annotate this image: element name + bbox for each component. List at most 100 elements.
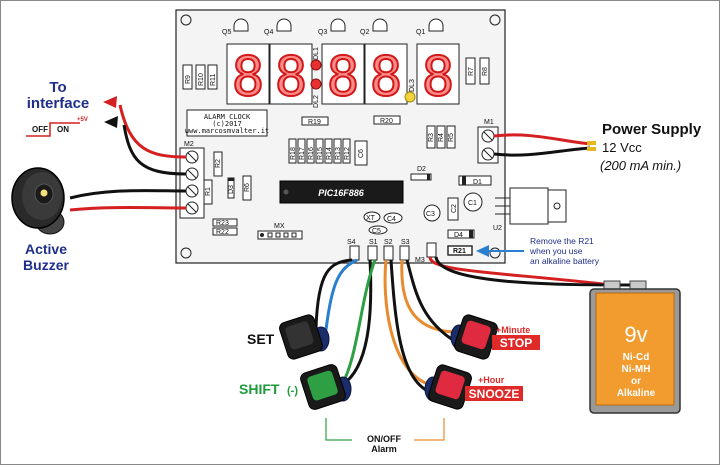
resistor-r10: R10 [195,64,206,90]
button-set[interactable]: SET [247,313,330,360]
svg-text:R10: R10 [198,73,205,86]
svg-text:R3: R3 [428,133,435,142]
power-tip-1 [587,141,596,145]
svg-text:MX: MX [274,223,285,230]
note-line-3: an alkaline battery [530,256,600,266]
button-stop[interactable]: +Minute STOP [450,313,540,360]
arrow-interface-red [103,96,117,108]
svg-text:R19: R19 [308,119,321,126]
minute-label: +Minute [496,325,530,335]
transistor-q1: Q1 [416,18,444,36]
svg-text:R23: R23 [216,220,229,227]
svg-text:R6: R6 [244,183,251,192]
mount-hole-tl [180,14,192,26]
resistor-r2: R2 [213,151,223,177]
power-title: Power Supply [602,121,702,138]
battery-voltage: 9v [624,322,647,347]
button-snooze[interactable]: +Hour SNOOZE [424,363,523,410]
header-mx: MX [257,223,303,240]
svg-text:D2: D2 [417,166,426,173]
diode-d2: D2 [410,166,432,181]
wire-snooze-black [389,259,431,394]
transistor-q4: Q4 [264,18,292,36]
wire-set-blue [324,258,358,331]
svg-text:D3: D3 [228,185,235,194]
svg-text:R13: R13 [335,147,342,160]
wire-buzzer-black [69,189,187,200]
svg-text:R4: R4 [438,133,445,142]
mount-hole-tr [489,14,501,26]
resistor-row: R18 R17 R16 R15 R14 R13 R12 [288,138,351,164]
dl2-label: DL2 [313,95,320,108]
set-label: SET [247,331,275,347]
dl3-label: DL3 [409,79,416,92]
svg-text:R7: R7 [468,67,475,76]
svg-text:R8: R8 [482,67,489,76]
arrow-interface-black [104,116,118,128]
resistor-r11: R11 [207,64,218,90]
seven-segment-display-4: 8 [364,43,408,109]
button-shift[interactable]: SHIFT (-) [239,363,352,411]
transistor-q2: Q2 [360,18,388,36]
svg-text:R18: R18 [290,147,297,160]
regulator-u2: U2 [493,187,567,232]
svg-text:S3: S3 [401,239,410,246]
svg-text:M2: M2 [184,141,194,148]
led-dl3 [404,91,416,103]
resistor-r8: R8 [479,57,490,85]
onoff-label-2: Alarm [371,444,397,454]
buzzer-label-1: Active [25,241,67,257]
diode-d4: D4 [447,229,475,239]
capacitor-c4: C4 [383,212,403,224]
q2-label: Q2 [360,29,369,36]
interface-label: To interface [27,79,90,112]
svg-text:R12: R12 [344,147,351,160]
crystal-xt: XT [363,211,381,223]
wires [69,96,641,394]
svg-text:D1: D1 [473,179,482,186]
capacitor-c6: C6 [354,140,368,166]
q5-label: Q5 [222,29,231,36]
diode-d3: D3 [227,177,235,199]
connector-s3: S3 [399,239,410,261]
terminal-m1: M1 [477,119,499,164]
switch-signal-line [26,122,80,137]
buzzer-label-2: Buzzer [23,257,69,273]
snooze-tag-bg [465,386,523,401]
battery-line-2: Ni-MH [622,364,651,375]
svg-text:C6: C6 [358,149,365,158]
led-dl1 [310,59,322,71]
active-buzzer: Active Buzzer [11,167,69,273]
svg-text:S4: S4 [347,239,356,246]
power-tip-2 [587,147,596,151]
wire-stop-black [405,259,457,344]
led-dl2 [310,78,322,90]
resistor-r22: R22 [212,227,238,236]
resistor-r20: R20 [373,115,401,125]
shift-label: SHIFT [239,381,280,397]
onoff-label-1: ON/OFF [367,434,401,444]
snooze-label: SNOOZE [469,387,520,401]
battery-line-4: Alkaline [617,388,656,399]
mount-hole-bl [180,247,192,259]
svg-text:S2: S2 [384,239,393,246]
interface-label-text: interface [27,95,90,112]
q1-label: Q1 [416,29,425,36]
to-label: To [49,79,66,96]
svg-text:XT: XT [366,215,376,222]
q3-label: Q3 [318,29,327,36]
note-arrow-head [476,245,489,257]
resistor-r3: R3 [426,125,436,149]
diode-d1: D1 [458,175,492,186]
transistor-q3: Q3 [318,18,346,36]
battery-9v: 9v Ni-Cd Ni-MH or Alkaline [589,280,681,414]
pcb-board: Q5 Q4 Q3 Q2 Q1 8 8 8 [175,9,567,264]
svg-text:C1: C1 [468,200,477,207]
digit-1: 8 [232,45,265,108]
resistor-r19: R19 [301,116,329,126]
wire-snooze-orange [383,259,429,386]
wire-battery-red [428,256,613,287]
note-line-1: Remove the R21 [530,236,594,246]
